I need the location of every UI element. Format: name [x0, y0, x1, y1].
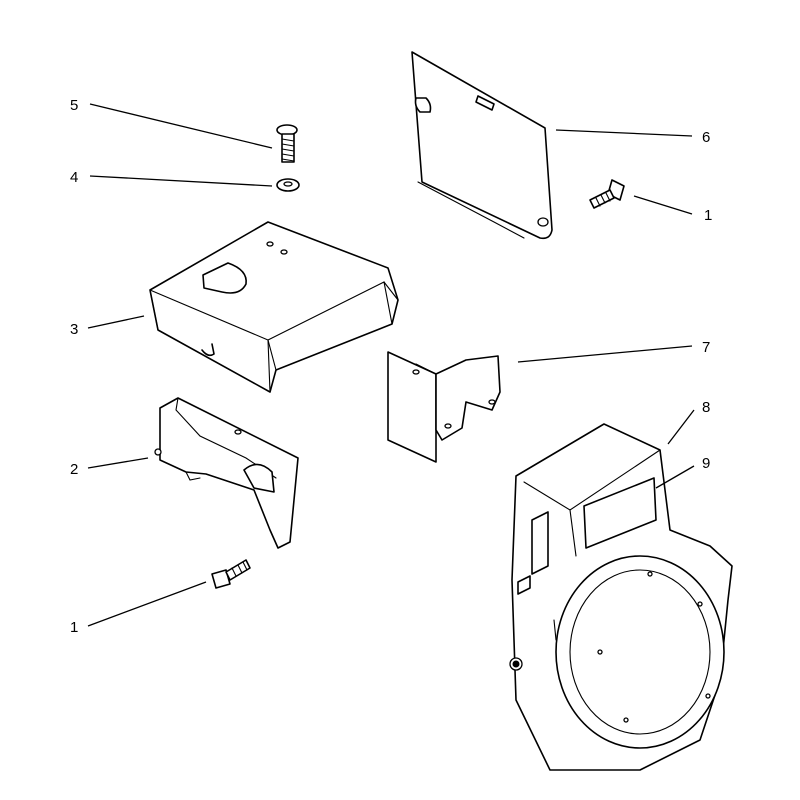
part-3-top-cover: [149, 221, 399, 393]
part-7-side-bracket: [387, 351, 501, 463]
callout-9: 9: [702, 455, 710, 472]
callout-1-bottom: 1: [70, 619, 78, 636]
callout-4: 4: [70, 169, 78, 186]
callout-2: 2: [70, 461, 78, 478]
part-1-bolt-bottom: [211, 559, 251, 589]
callout-3: 3: [70, 321, 78, 338]
callout-8: 8: [702, 399, 710, 416]
callout-7: 7: [702, 339, 710, 356]
callout-6: 6: [702, 129, 710, 146]
callout-5: 5: [70, 97, 78, 114]
part-2-lower-baffle: [154, 397, 299, 549]
callout-1-top: 1: [704, 207, 712, 224]
callout-labels: 5 4 3 2 1 6 1 7 8 9: [70, 97, 712, 636]
leader-lines: [87, 103, 695, 627]
part-6-back-plate: [411, 51, 553, 240]
part-8-blower-housing: [509, 423, 733, 771]
part-5-screw: [276, 124, 298, 163]
part-1-bolt-top: [589, 179, 625, 209]
part-9-label-decal: [583, 477, 657, 549]
part-4-washer: [276, 178, 300, 192]
